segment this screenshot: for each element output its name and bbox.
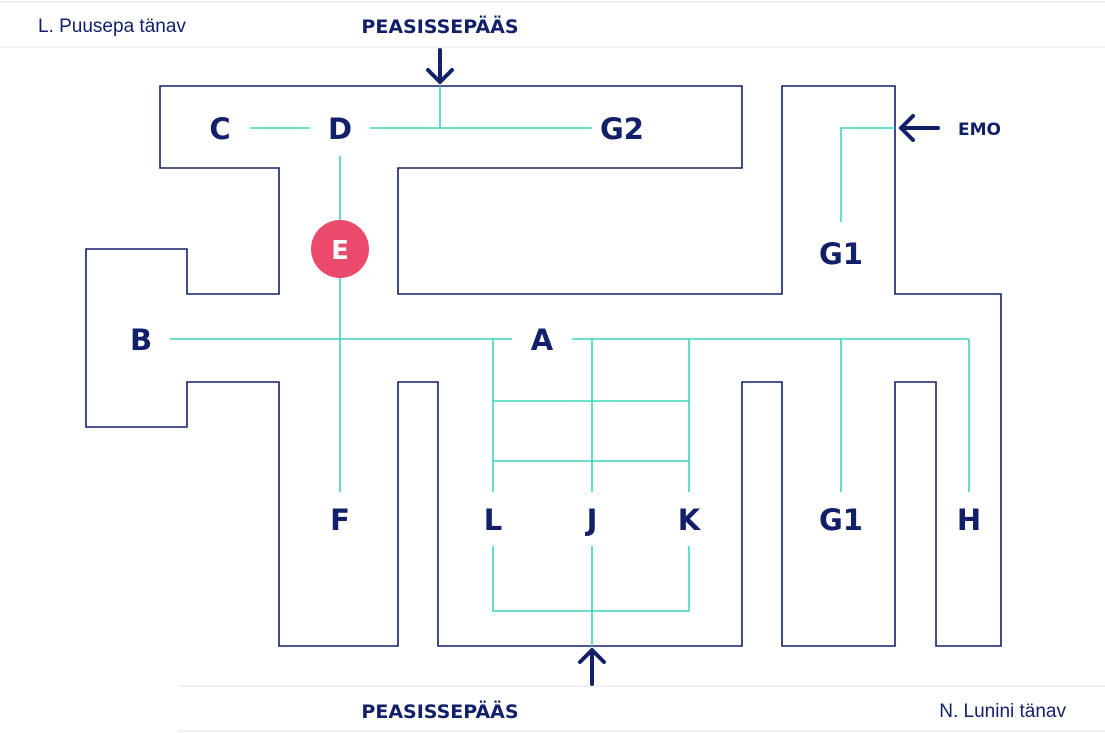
block-label-d: D bbox=[328, 112, 352, 146]
block-label-c: C bbox=[209, 112, 230, 146]
main-building-outline bbox=[85, 85, 1002, 647]
emo-entrance-label: EMO bbox=[958, 120, 1001, 140]
block-label-f: F bbox=[330, 503, 350, 537]
block-label-b: B bbox=[130, 323, 152, 357]
path-lower-loop bbox=[492, 546, 690, 612]
street-name-puusepa: L. Puusepa tänav bbox=[38, 16, 186, 37]
main-entrance-label-top: PEASISSEPÄÄS bbox=[361, 14, 518, 38]
block-label-l: L bbox=[484, 503, 502, 537]
block-label-e: E bbox=[331, 236, 349, 266]
block-label-g1-lower: G1 bbox=[819, 503, 863, 537]
path-emo-g1 bbox=[840, 127, 895, 222]
block-label-g1-upper: G1 bbox=[819, 237, 863, 271]
block-label-a: A bbox=[531, 323, 554, 357]
arrow-left-icon bbox=[899, 114, 940, 142]
block-label-j: J bbox=[585, 503, 598, 537]
street-name-lunini: N. Lunini tänav bbox=[939, 701, 1066, 722]
block-label-g2: G2 bbox=[600, 112, 644, 146]
building-outline bbox=[85, 85, 1002, 647]
arrow-up-icon bbox=[578, 648, 606, 686]
block-label-k: K bbox=[678, 503, 702, 537]
walking-paths bbox=[170, 86, 970, 646]
main-entrance-label-bottom: PEASISSEPÄÄS bbox=[361, 699, 518, 723]
arrow-down-icon bbox=[426, 48, 454, 84]
block-label-h: H bbox=[957, 503, 981, 537]
current-location-marker bbox=[311, 220, 369, 278]
